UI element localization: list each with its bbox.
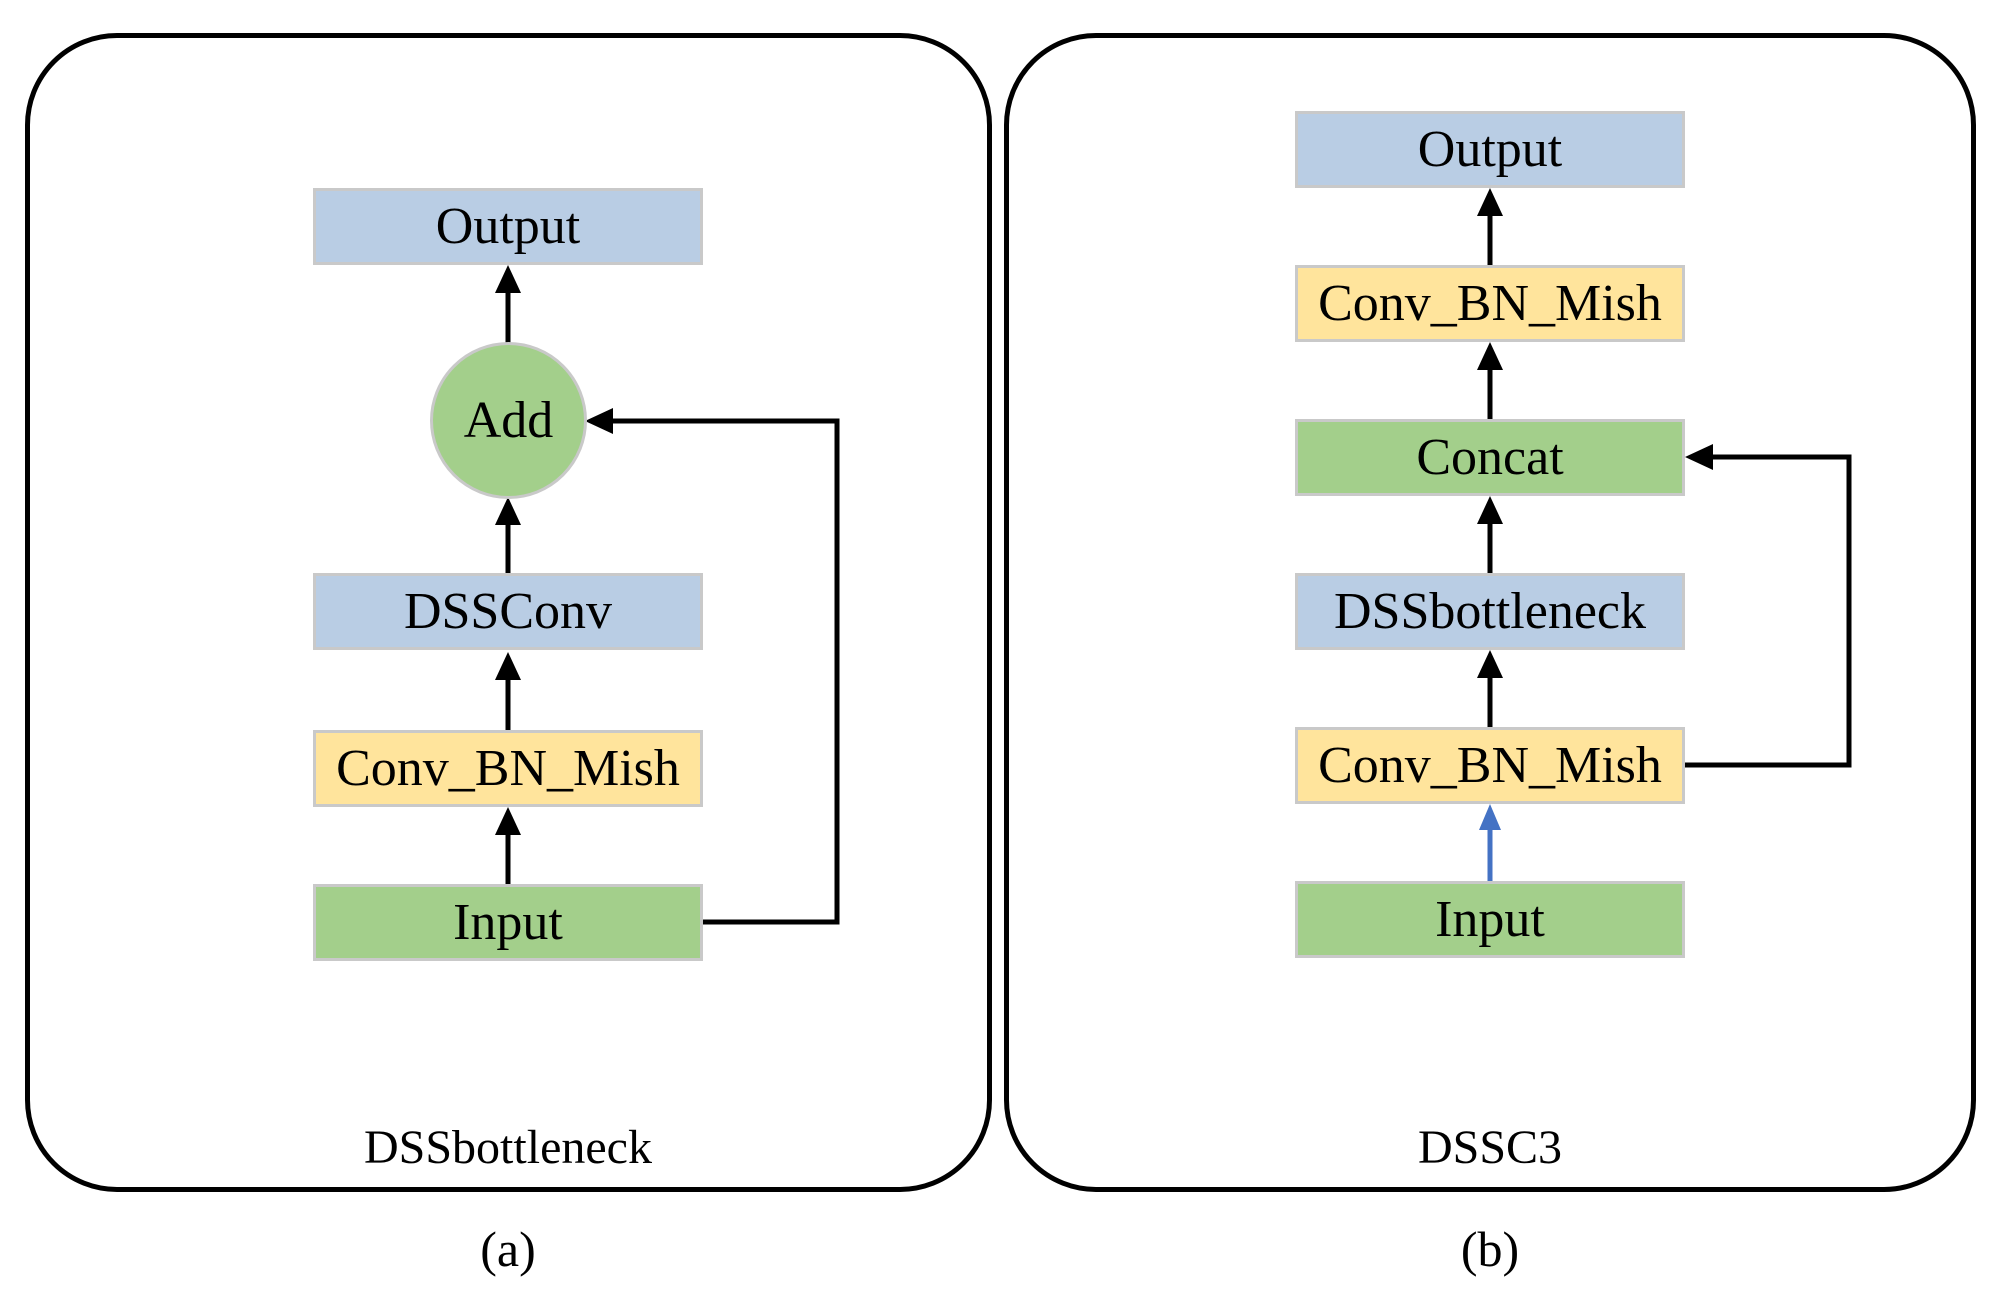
node-conv-bn-mish-b-bottom: Conv_BN_Mish <box>1295 727 1685 804</box>
arrowhead-convbnmish-to-dssbottleneck <box>1477 650 1503 678</box>
node-add: Add <box>430 342 587 499</box>
arrowhead-convbnmish-to-dssconv <box>495 652 521 680</box>
panel-b-figure-label: (b) <box>1460 1221 1520 1277</box>
arrowhead-add-to-output-a <box>495 265 521 293</box>
node-output-b: Output <box>1295 111 1685 188</box>
arrowhead-convbnmish-to-output-b <box>1477 188 1503 216</box>
panel-a-border <box>25 33 992 1192</box>
arrowhead-input-to-convbnmish-a <box>495 807 521 835</box>
skip-line-convbnmish-to-concat <box>1685 454 1852 768</box>
panel-a-caption: DSSbottleneck <box>364 1121 652 1174</box>
node-input-a: Input <box>313 884 703 961</box>
panel-b-caption: DSSC3 <box>1417 1121 1563 1174</box>
node-dssconv: DSSConv <box>313 573 703 650</box>
node-input-b: Input <box>1295 881 1685 958</box>
panel-b-border <box>1004 33 1976 1192</box>
skip-line-input-to-add <box>610 418 840 925</box>
arrowhead-dssbottleneck-to-concat <box>1477 496 1503 524</box>
arrowhead-input-to-convbnmish-b <box>1479 804 1501 830</box>
panel-a-figure-label: (a) <box>480 1221 536 1277</box>
node-output-a: Output <box>313 188 703 265</box>
arrowhead-dssconv-to-add <box>495 497 521 525</box>
arrowhead-skip-to-add <box>585 408 613 434</box>
node-conv-bn-mish-a: Conv_BN_Mish <box>313 730 703 807</box>
node-conv-bn-mish-b-top: Conv_BN_Mish <box>1295 265 1685 342</box>
arrowhead-concat-to-convbnmish <box>1477 342 1503 370</box>
node-concat: Concat <box>1295 419 1685 496</box>
arrowhead-skip-to-concat <box>1685 444 1713 470</box>
node-dssbottleneck: DSSbottleneck <box>1295 573 1685 650</box>
